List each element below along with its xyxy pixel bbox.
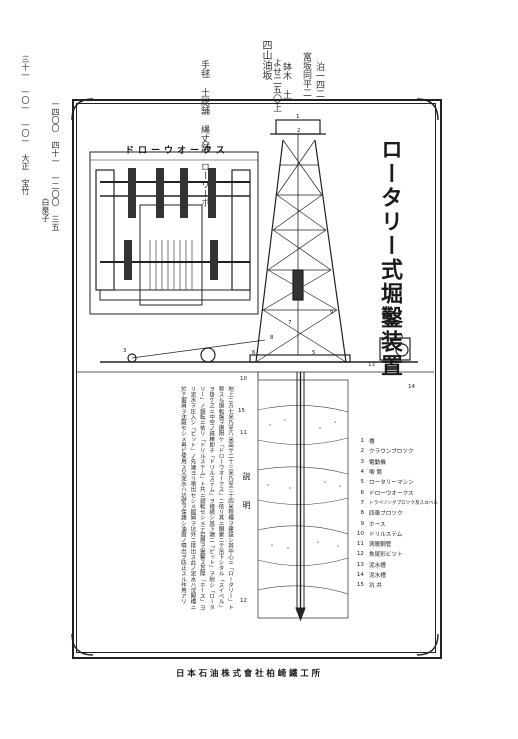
legend-number: 12 — [356, 551, 364, 558]
legend-number: 9 — [360, 520, 364, 527]
strata-texture — [267, 419, 341, 549]
legend-item: 9 ホース — [352, 518, 442, 528]
legend-item: 12 魚尾形ビツト — [352, 549, 442, 559]
legend-label: ロータリーマシン — [369, 480, 414, 487]
diagram-number-13: 13 — [368, 362, 375, 368]
diagram-number-5: 5 — [312, 350, 316, 356]
legend-item: 3 電動機 — [352, 457, 442, 467]
legend-item: 2 クラウンブロツク — [352, 446, 442, 456]
diagram-number-9: 9 — [330, 310, 334, 316]
handwritten-note-3: 富坂同平二 — [301, 52, 311, 97]
drawworks-label: ドローウオークス — [125, 146, 229, 156]
description-text: 地上ニ方七米乃至八米高サ二十三米乃至三十四米程櫓ヲ建設シ其中心ニ「ロータリー」ト… — [179, 386, 233, 610]
inner-frame — [76, 103, 436, 653]
legend-item: 4 喞 筒 — [352, 467, 442, 477]
legend-label: 測層鋼管 — [369, 542, 392, 549]
legend-label: 泥水槽 — [369, 573, 386, 579]
diagram-number-6: 6 — [252, 350, 256, 356]
diagram-number-2: 2 — [297, 128, 301, 134]
legend-label: ドローウオークス — [369, 490, 414, 497]
diagram-number-15: 15 — [238, 408, 245, 414]
strata — [257, 379, 349, 619]
handwritten-note-9: 白泉子 — [41, 198, 50, 222]
legend-label: トラベリングブロツク及スヰベル — [369, 500, 438, 506]
handwritten-note-4: 泊一四二 — [314, 62, 324, 98]
legend-item: 7 トラベリングブロツク及スヰベル — [352, 498, 442, 508]
legend-label: ドリルステム — [369, 531, 403, 538]
diagram-number-14: 14 — [408, 384, 415, 390]
legend-number: 3 — [360, 458, 364, 465]
legend-item: 5 ロータリーマシン — [352, 477, 442, 487]
handwritten-note-5: 鉢木 土 — [281, 62, 291, 99]
diagram-number-7: 7 — [288, 320, 292, 326]
drawworks-inset — [89, 151, 259, 315]
legend-number: 4 — [360, 469, 364, 476]
diagram-number-4: 4 — [400, 335, 404, 341]
legend-number: 6 — [360, 489, 364, 496]
page-title: ロータリー式堀鑿装置 — [377, 138, 402, 378]
company-name: 日本石油株式會社柏崎鐵工所 — [176, 669, 323, 679]
legend-label: 泥水槽 — [369, 562, 386, 569]
legend-number: 13 — [356, 561, 364, 568]
legend-label: 喞 筒 — [369, 470, 382, 477]
legend-label: 坑 井 — [369, 583, 382, 590]
handwritten-note-7: 三十一 一〇一 一〇一 大正 宝竹 — [21, 55, 30, 195]
legend-item: 11 測層鋼管 — [352, 539, 442, 549]
diagram-number-1: 1 — [296, 114, 300, 120]
legend-number: 1 — [360, 438, 364, 445]
outer-frame — [72, 99, 442, 659]
legend-item: 10 ドリルステム — [352, 529, 442, 539]
handwritten-note-2: よせ二五〇上 — [271, 58, 281, 112]
diagram-number-10: 10 — [240, 376, 247, 382]
description-title: 説 明 — [242, 472, 251, 515]
diagram-number-8: 8 — [270, 335, 274, 341]
legend-item: 8 四車ブロツク — [352, 508, 442, 518]
legend-number: 15 — [356, 582, 364, 589]
legend-label: ホース — [369, 521, 386, 528]
legend-number: 11 — [356, 541, 364, 548]
legend-item: 14 泥水槽 — [352, 570, 442, 580]
legend-label: 電動機 — [369, 459, 386, 466]
legend-number: 14 — [356, 572, 364, 578]
legend-label: 魚尾形ビツト — [369, 552, 403, 559]
derrick — [76, 119, 434, 380]
diagram-number-11: 11 — [240, 430, 247, 436]
diagram-number-3: 3 — [123, 348, 127, 354]
legend-item: 6 ドローウオークス — [352, 487, 442, 497]
legend-number: 2 — [360, 448, 364, 455]
handwritten-note-8: 一四〇〇 四十一 一二〇〇 三五 — [51, 100, 60, 231]
legend-item: 15 坑 井 — [352, 580, 442, 590]
legend-label: 四車ブロツク — [369, 511, 403, 518]
legend-label: クラウンブロツク — [369, 449, 414, 456]
borehole — [295, 372, 306, 622]
legend-item: 13 泥水槽 — [352, 560, 442, 570]
legend-number: 8 — [360, 510, 364, 517]
handwritten-note-6: 手毬 土総舗 縄丈舗 ローリーポ — [199, 60, 209, 207]
handwritten-note-1: 四山油坂 — [260, 40, 271, 80]
legend-number: 10 — [356, 530, 364, 537]
diagram-number-12: 12 — [240, 598, 247, 604]
legend-number: 7 — [360, 499, 364, 506]
legend-number: 5 — [360, 479, 364, 486]
legend-label: 櫓 — [369, 439, 375, 446]
